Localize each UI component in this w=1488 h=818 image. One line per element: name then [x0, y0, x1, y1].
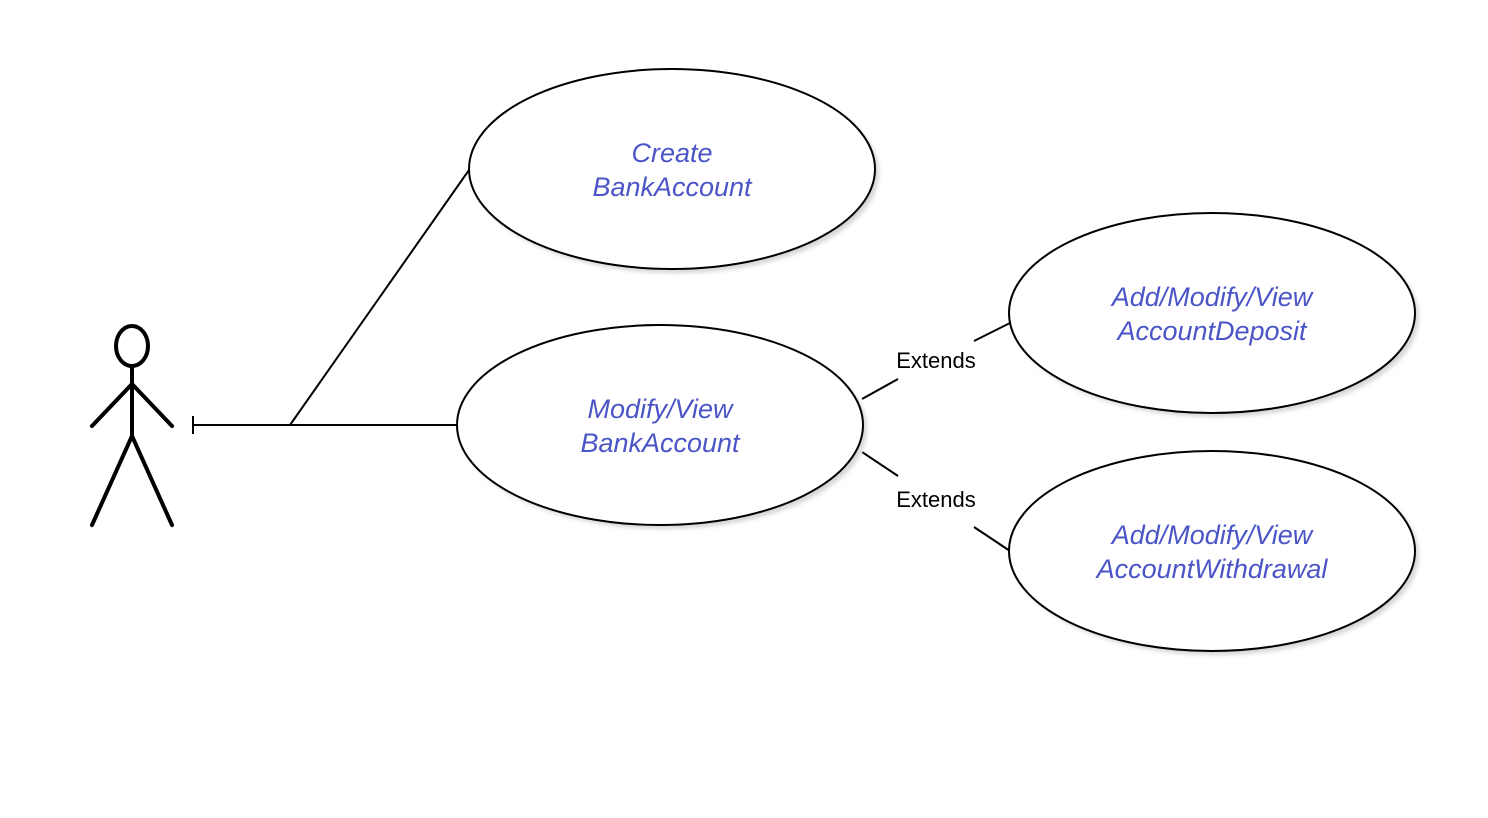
use-case-label-line1: Add/Modify/View: [1110, 520, 1314, 550]
use-case-modify-view-bank-account[interactable]: Modify/View BankAccount: [456, 324, 867, 529]
use-case-ellipse: [1008, 212, 1416, 414]
extends-deposit-line-a: [861, 378, 899, 400]
use-case-label-line1: Create: [631, 138, 712, 168]
use-case-label-line2: BankAccount: [592, 172, 753, 202]
actor-head: [114, 324, 150, 368]
use-case-account-deposit[interactable]: Add/Modify/View AccountDeposit: [1008, 212, 1419, 417]
use-case-account-withdrawal[interactable]: Add/Modify/View AccountWithdrawal: [1008, 450, 1419, 655]
actor-associations: [192, 169, 470, 434]
extends-deposit-label: Extends: [896, 348, 976, 373]
use-case-label-line1: Add/Modify/View: [1110, 282, 1314, 312]
extends-withdrawal-line-b: [973, 526, 1011, 552]
extends-deposit-line-b: [973, 322, 1011, 342]
use-case-label-line2: BankAccount: [580, 428, 741, 458]
use-case-create-bank-account[interactable]: Create BankAccount: [468, 68, 879, 273]
extends-lines: Extends Extends: [861, 322, 1011, 552]
use-case-ellipse: [456, 324, 864, 526]
extends-withdrawal-line-a: [861, 451, 899, 477]
use-case-label-line1: Modify/View: [587, 394, 734, 424]
actor[interactable]: [90, 324, 174, 527]
use-case-label-line2: AccountDeposit: [1115, 316, 1308, 346]
extends-withdrawal-label: Extends: [896, 487, 976, 512]
association-create-line: [289, 169, 470, 426]
actor-right-arm: [130, 382, 174, 428]
actor-right-leg: [130, 434, 174, 527]
use-case-ellipse: [1008, 450, 1416, 652]
actor-left-leg: [90, 434, 134, 527]
use-case-label-line2: AccountWithdrawal: [1095, 554, 1329, 584]
actor-left-arm: [90, 382, 134, 428]
use-case-ellipse: [468, 68, 876, 270]
